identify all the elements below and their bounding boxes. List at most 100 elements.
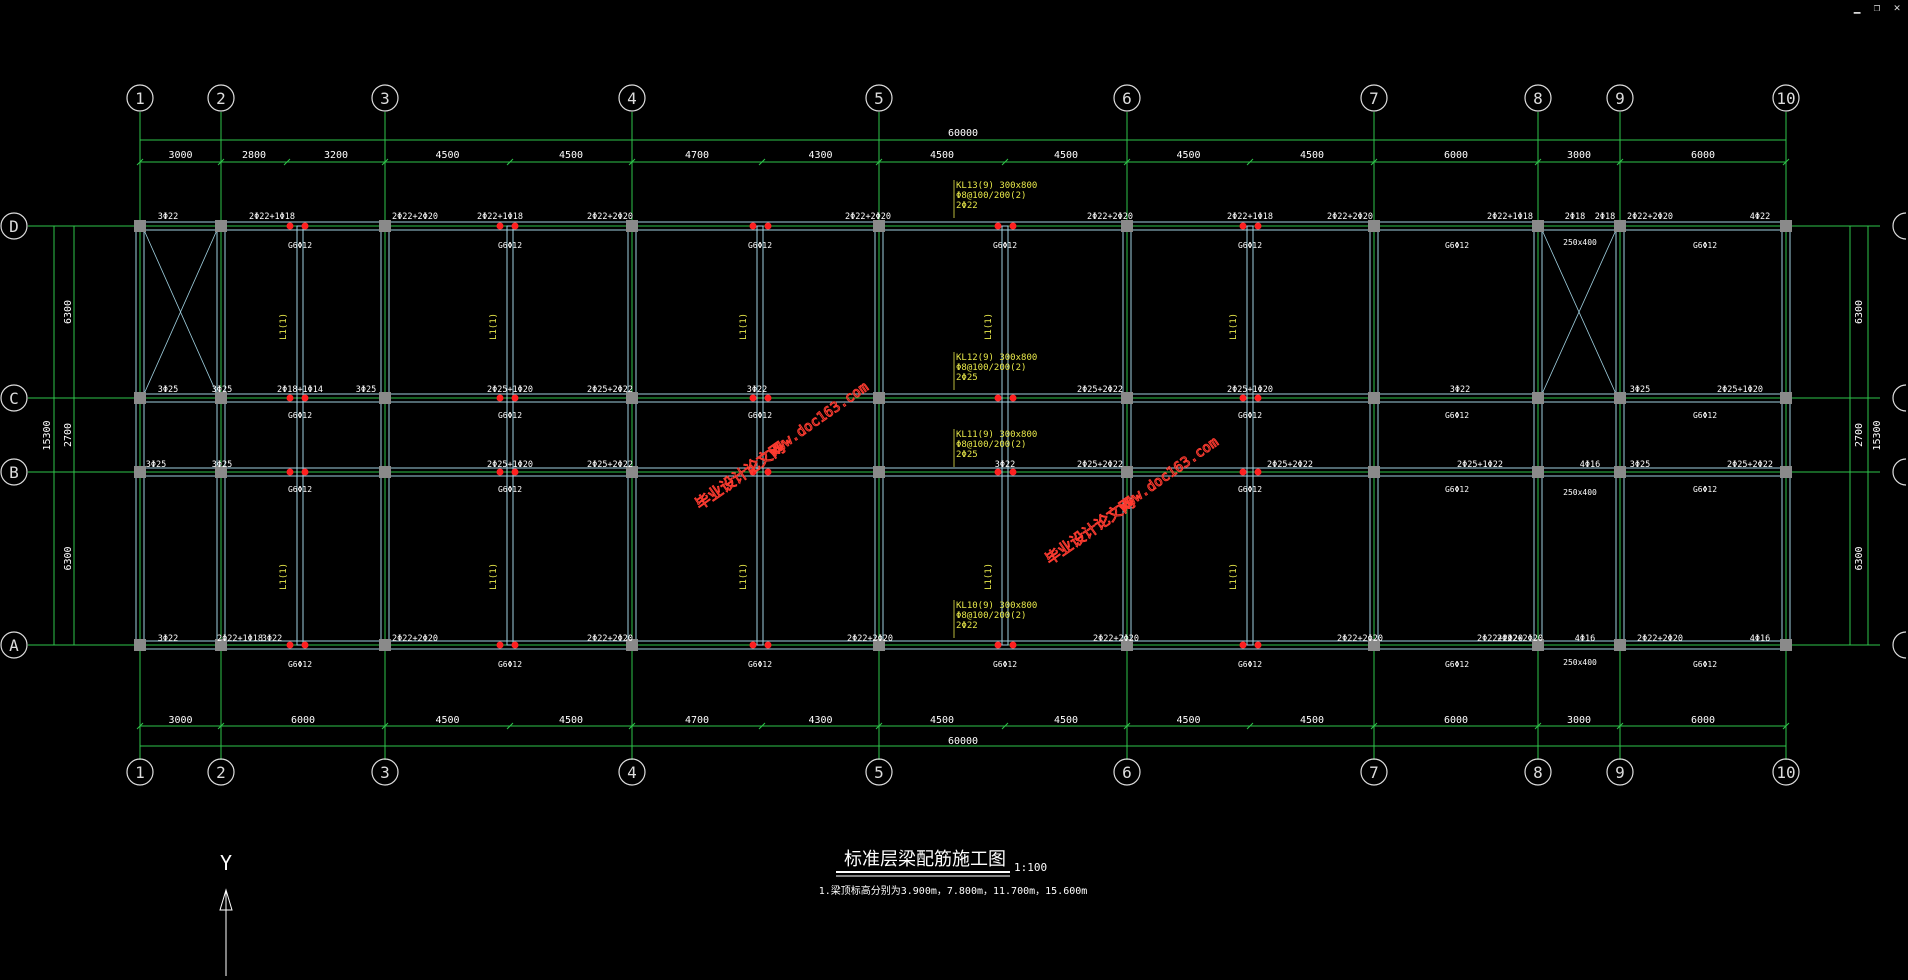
rebar-marker — [994, 468, 1002, 476]
dim-right-span: 2700 — [1854, 423, 1865, 447]
dim-tick — [506, 722, 514, 730]
stirrup-label: G6Φ12 — [288, 485, 312, 494]
column — [1368, 466, 1380, 478]
grid-bubble-col-9 — [1606, 758, 1634, 786]
rebar-marker — [511, 641, 519, 649]
beam-rebar-label: 2Φ22+2Φ20 — [1327, 212, 1373, 222]
stirrup-label: G6Φ12 — [1445, 411, 1469, 420]
beam-rebar-label: 2Φ25+1Φ20 — [487, 385, 533, 395]
column — [134, 639, 146, 651]
beam-rebar-label: 2Φ18+1Φ14 — [277, 385, 323, 395]
grid-bubble-col-2 — [207, 758, 235, 786]
rebar-marker — [286, 222, 294, 230]
beam-spec-bars: 2Φ25 — [956, 450, 978, 460]
column — [873, 392, 885, 404]
beam-rebar-label: 2Φ22+2Φ20 — [1637, 634, 1683, 644]
rebar-marker — [1239, 394, 1247, 402]
grid-bubble-col-8 — [1524, 758, 1552, 786]
beam-rebar-label: 2Φ25+1Φ22 — [1457, 460, 1503, 470]
rebar-marker — [511, 468, 519, 476]
dim-bottom-span: 4500 — [1054, 715, 1078, 726]
dim-top-span: 4500 — [559, 150, 583, 161]
dim-tick — [381, 722, 389, 730]
minimize-icon[interactable]: ▁ — [1853, 1, 1861, 14]
column — [1614, 220, 1626, 232]
beam-rebar-label: 2Φ25+1Φ20 — [487, 460, 533, 470]
secondary-beam — [1246, 225, 1254, 646]
dim-top-span: 3200 — [324, 150, 348, 161]
dim-tick — [381, 158, 389, 166]
column — [134, 220, 146, 232]
dim-top-span: 6000 — [1444, 150, 1468, 161]
dim-right-total: 15300 — [1872, 420, 1883, 450]
dim-tick — [628, 722, 636, 730]
stirrup-label: G6Φ12 — [498, 241, 522, 250]
grid-bubble-label: 1 — [135, 89, 145, 108]
dim-tick — [1370, 158, 1378, 166]
rebar-marker — [994, 641, 1002, 649]
grid-bubble-row-A — [0, 631, 28, 659]
dim-tick — [1246, 158, 1254, 166]
beam-spec-name: KL11(9) 300x800 — [956, 430, 1037, 440]
stirrup-label: G6Φ12 — [288, 660, 312, 669]
column — [1532, 392, 1544, 404]
column — [134, 466, 146, 478]
restore-icon[interactable]: ❐ — [1873, 1, 1881, 14]
beam-rebar-label: 3Φ22 — [158, 634, 178, 644]
grid-bubble-col-9 — [1606, 84, 1634, 112]
beam-rebar-label: 2Φ22+2Φ20 — [847, 634, 893, 644]
rebar-marker — [496, 641, 504, 649]
grid-bubble-label: C — [9, 389, 19, 408]
column — [379, 639, 391, 651]
secondary-beam-label: L1(1) — [1229, 563, 1239, 590]
dim-tick — [283, 158, 291, 166]
dim-bottom-span: 4500 — [559, 715, 583, 726]
grid-bubble-label: 1 — [135, 763, 145, 782]
beam-rebar-label: 2Φ22+2Φ20 — [1497, 634, 1543, 644]
grid-bubble-row-D — [0, 212, 28, 240]
grid-bubble-row-B — [0, 458, 28, 486]
beam-spec-name: KL13(9) 300x800 — [956, 181, 1037, 191]
stirrup-label: G6Φ12 — [288, 411, 312, 420]
dim-bottom-span: 6000 — [1691, 715, 1715, 726]
grid-bubble-row-right-D — [1892, 212, 1907, 240]
beam-rebar-label: 3Φ25 — [146, 460, 166, 470]
beam-rebar-label: 2Φ22+2Φ20 — [392, 634, 438, 644]
beam-rebar-label: 2Φ22+2Φ20 — [1337, 634, 1383, 644]
grid-bubble-row-right-C — [1892, 384, 1907, 412]
beam-rebar-label: 2Φ25+1Φ20 — [1227, 385, 1273, 395]
grid-bubble-label: 2 — [216, 763, 226, 782]
close-icon[interactable]: ✕ — [1893, 1, 1901, 14]
rebar-marker — [301, 394, 309, 402]
dim-top-span: 4500 — [1176, 150, 1200, 161]
grid-bubble-col-5 — [865, 758, 893, 786]
rebar-marker — [1254, 222, 1262, 230]
column — [626, 639, 638, 651]
column — [1780, 639, 1792, 651]
rebar-marker — [1239, 222, 1247, 230]
stirrup-label: G6Φ12 — [1238, 241, 1262, 250]
ucs-y-label: Y — [220, 851, 232, 875]
grid-bubble-label: 7 — [1369, 89, 1379, 108]
dim-bottom-span: 6000 — [291, 715, 315, 726]
beam-rebar-label: 2Φ25+2Φ22 — [1727, 460, 1773, 470]
beam-rebar-label: 2Φ25+2Φ22 — [587, 385, 633, 395]
dim-top-span: 3000 — [168, 150, 192, 161]
beam-rebar-label: 3Φ22 — [1450, 385, 1470, 395]
secondary-beam-label: L1(1) — [489, 563, 499, 590]
grid-bubble-label: 8 — [1533, 89, 1543, 108]
column — [1121, 639, 1133, 651]
secondary-beam — [506, 225, 514, 646]
grid-bubble-label: 5 — [874, 89, 884, 108]
column — [873, 639, 885, 651]
watermark-layer: 毕业设计论文网www.doc163.com毕业设计论文网www.doc163.c… — [691, 379, 1222, 569]
beam-rebar-label: 2Φ25+2Φ22 — [1077, 460, 1123, 470]
rebar-marker — [994, 394, 1002, 402]
grid-bubble-col-1 — [126, 758, 154, 786]
column — [1121, 466, 1133, 478]
dim-bottom-span: 6000 — [1444, 715, 1468, 726]
grid-bubble-col-5 — [865, 84, 893, 112]
ucs-axis-indicator: Y — [219, 851, 233, 976]
